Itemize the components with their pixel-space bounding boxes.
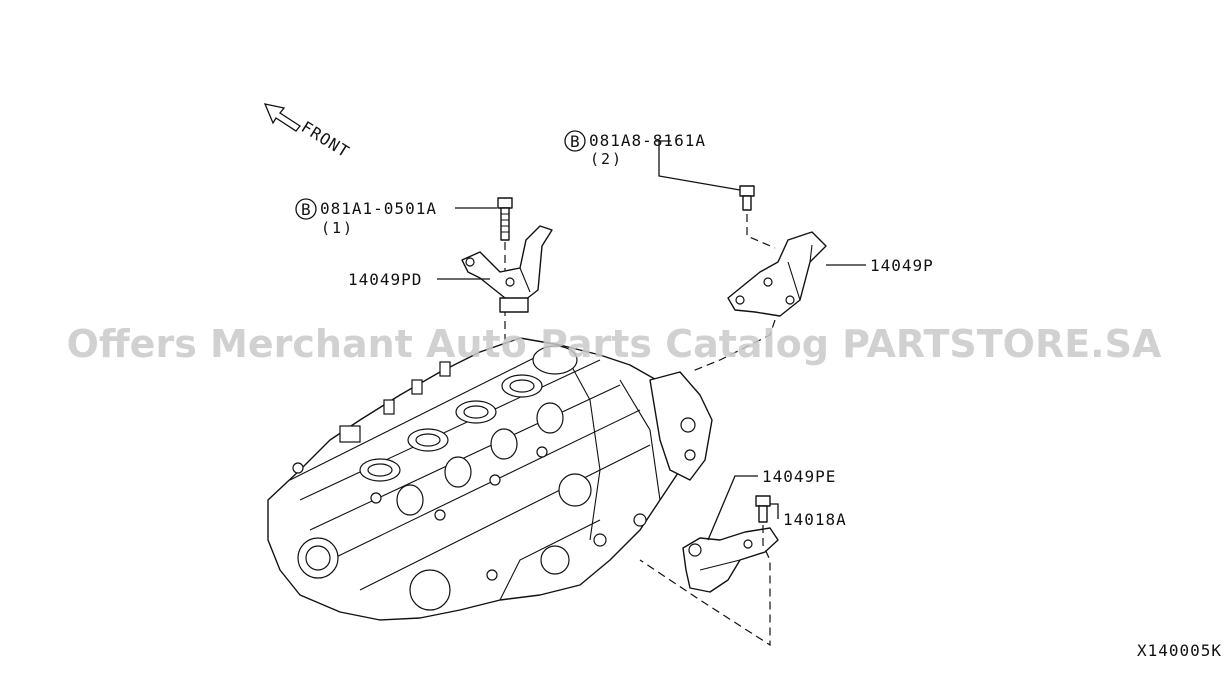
bolt-b2-part-no: 081A8-8161A: [589, 131, 706, 150]
bracket-14049p-illustration: [727, 231, 827, 317]
bracket-14049pe-illustration: [682, 527, 779, 593]
cylinder-head-illustration: [267, 337, 713, 621]
symbol-b-icon: [295, 198, 317, 220]
bracket-p-label: 14049P: [870, 256, 934, 275]
bracket-pd-label: 14049PD: [348, 270, 422, 289]
bolt-081a1-0501a-icon: [497, 197, 513, 241]
bolt-b2-symbol: B: [570, 132, 581, 151]
bolt-14018a-icon: [755, 495, 771, 523]
bracket-14049pd-illustration: [461, 225, 553, 313]
front-arrow-icon: [263, 103, 301, 132]
bolt-b1-qty: (1): [321, 219, 354, 237]
bolt-b1-part-no: 081A1-0501A: [320, 199, 437, 218]
watermark: Offers Merchant Auto Parts Catalog PARTS…: [67, 322, 1162, 366]
front-label: FRONT: [298, 117, 353, 161]
bolt-b2-qty: (2): [590, 150, 623, 168]
diagram-code: X140005K: [1137, 641, 1222, 660]
bracket-pe-label: 14049PE: [762, 467, 836, 486]
bolt-14018a-label: 14018A: [783, 510, 847, 529]
symbol-b-icon: [564, 130, 586, 152]
bolt-081a8-8161a-icon: [739, 185, 755, 211]
bolt-b1-symbol: B: [301, 200, 312, 219]
